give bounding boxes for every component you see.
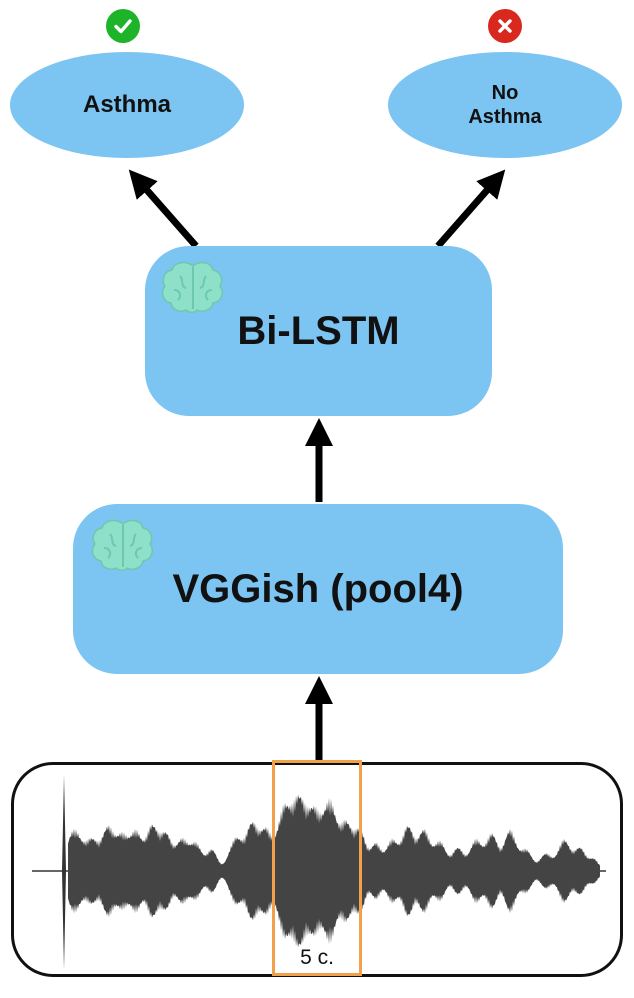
output-no-asthma-label-line1: No xyxy=(491,82,519,104)
brain-icon xyxy=(91,519,153,571)
output-asthma-label: Asthma xyxy=(82,91,172,118)
brain-icon xyxy=(161,261,223,313)
time-window: 5 c. xyxy=(272,760,362,976)
waveform-envelope xyxy=(68,794,600,948)
output-asthma: Asthma xyxy=(10,52,244,158)
bilstm-label: Bi-LSTM xyxy=(237,308,400,353)
waveform-spike xyxy=(62,775,66,970)
arrow-bilstm-to-asthma xyxy=(128,169,199,249)
cross-icon xyxy=(488,9,522,43)
output-no-asthma-label-line2: Asthma xyxy=(468,106,542,128)
vggish-label: VGGish (pool4) xyxy=(172,566,464,611)
check-icon xyxy=(106,9,140,43)
vggish-node: VGGish (pool4) xyxy=(73,504,563,674)
output-no-asthma: No Asthma xyxy=(388,52,622,158)
arrow-bilstm-to-no-asthma xyxy=(435,169,506,249)
waveform xyxy=(32,775,606,970)
time-window-label: 5 c. xyxy=(300,946,334,969)
waveform-panel xyxy=(11,762,623,977)
